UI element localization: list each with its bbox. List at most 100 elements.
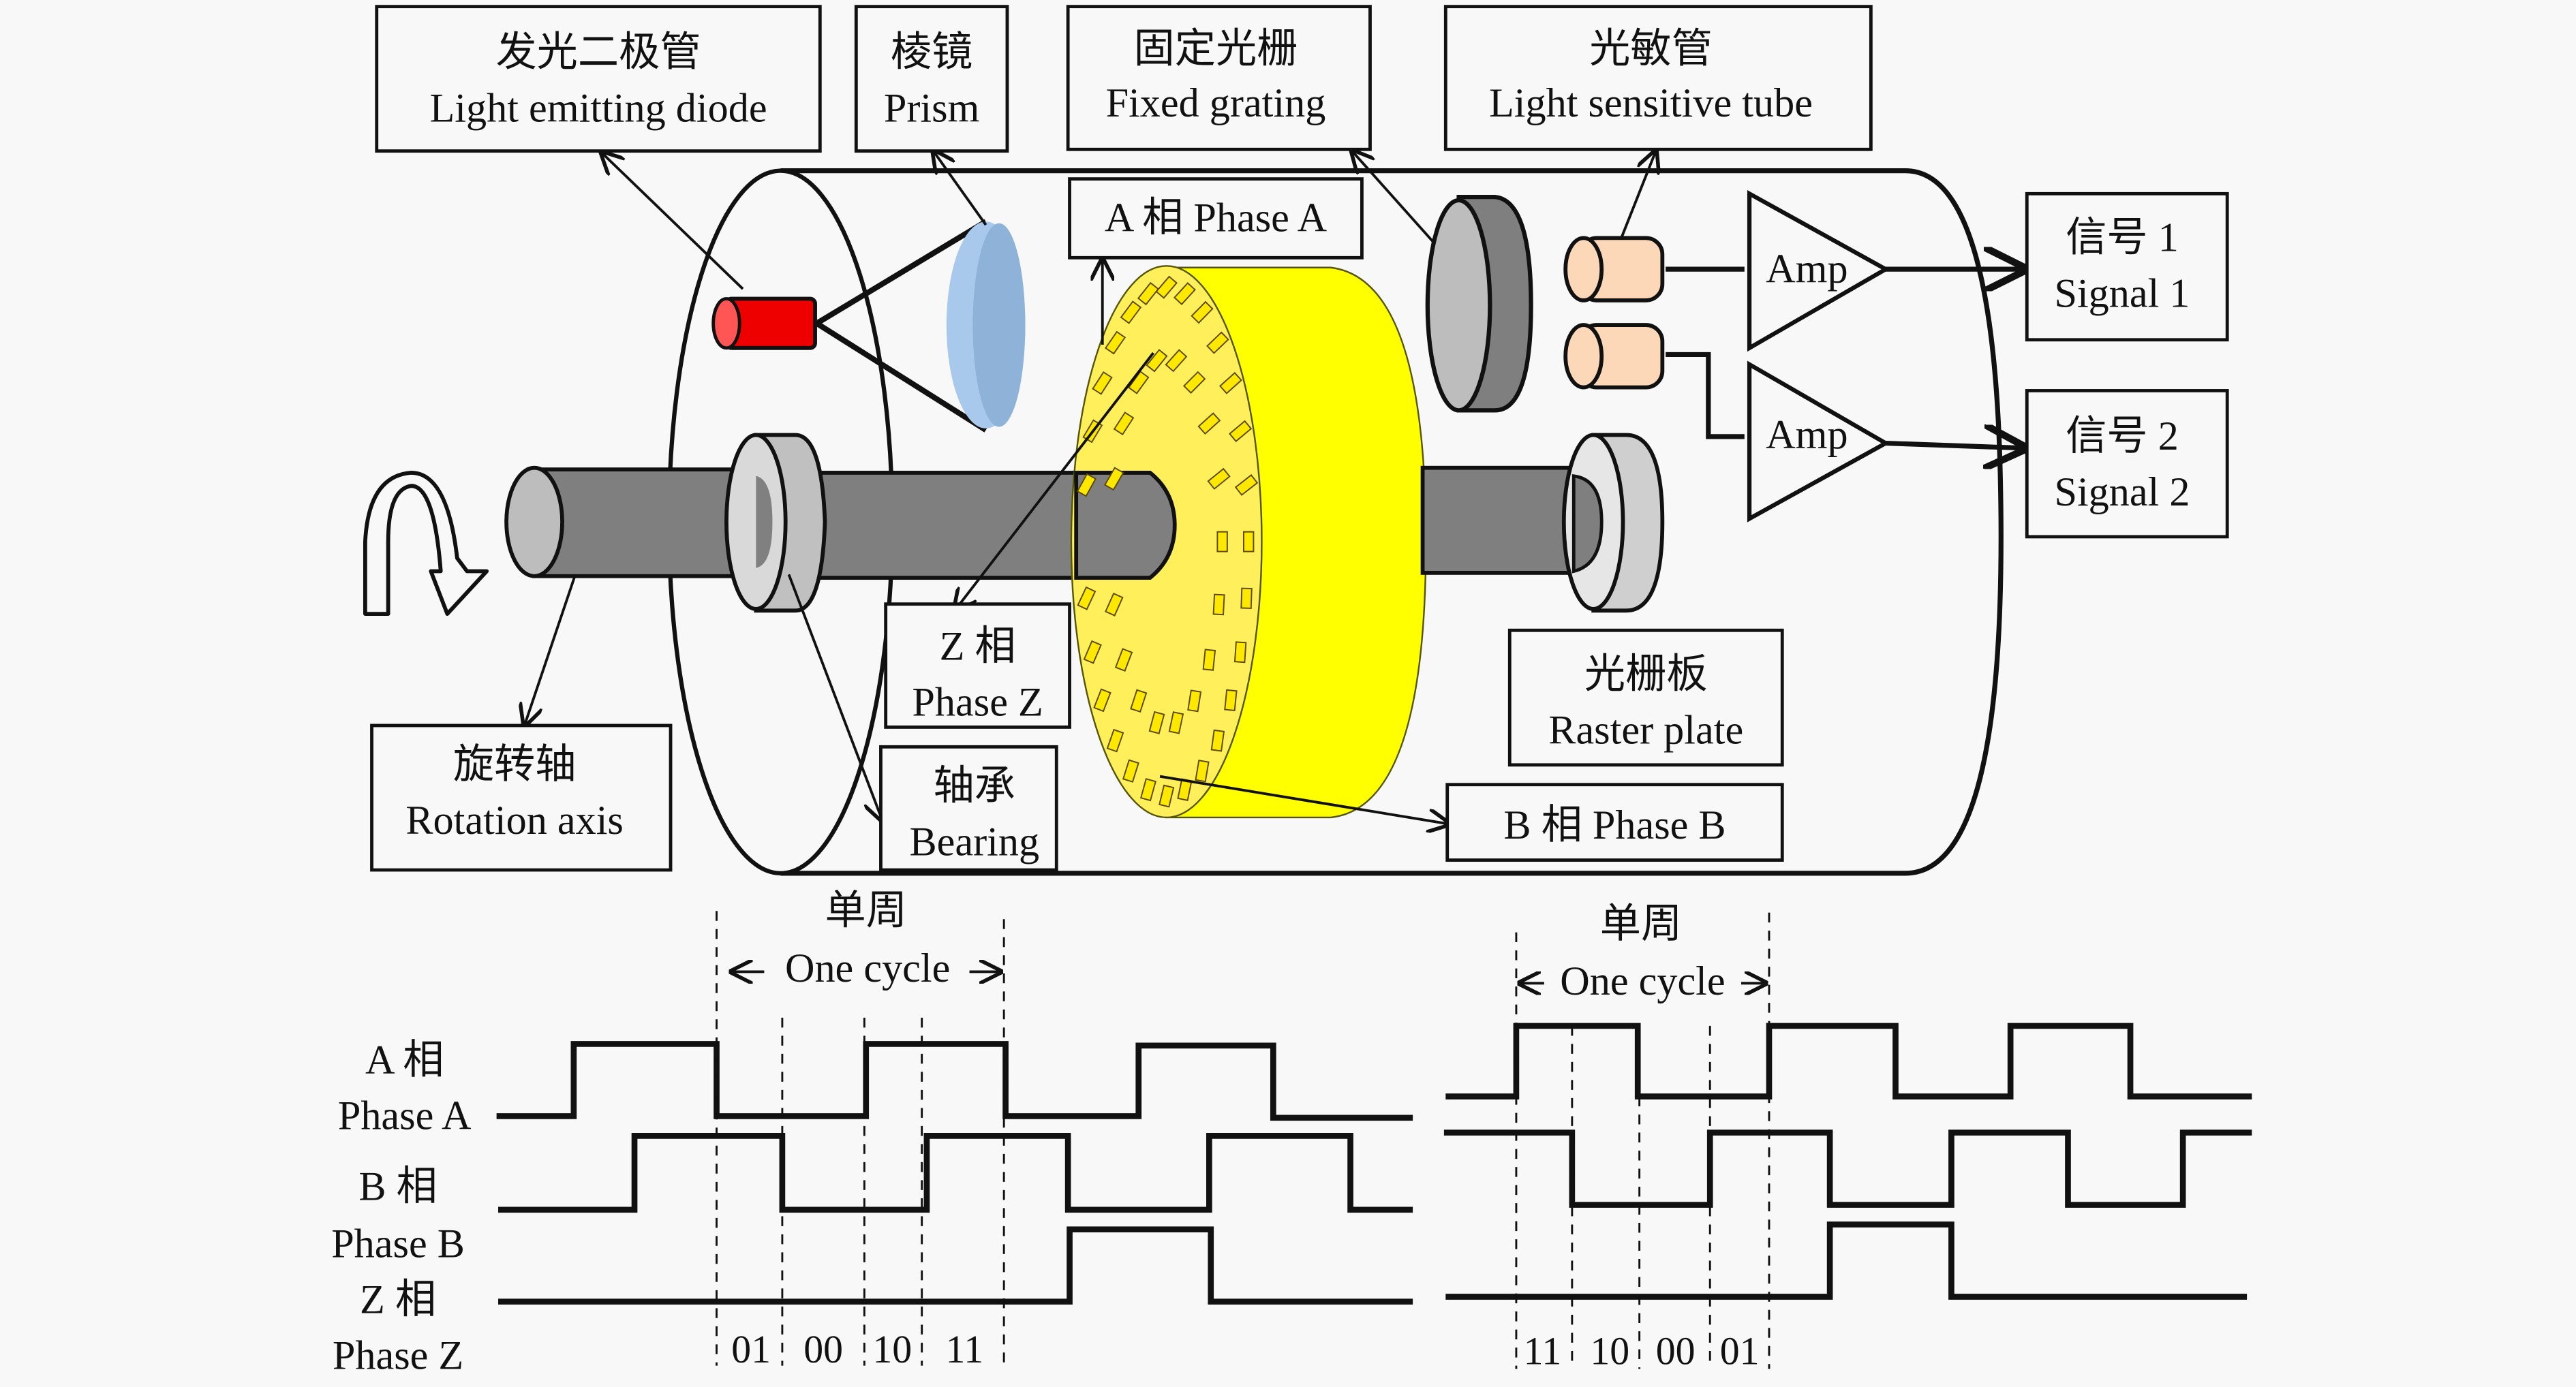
- disk-slot: [1234, 474, 1259, 496]
- light-tube-2: [1563, 323, 1665, 390]
- label-raster-plate: 光栅板 Raster plate: [1507, 628, 1784, 767]
- waveform-forward: 单周 One cycle 01 00 10 11: [496, 888, 1413, 1371]
- waveform-reverse: 单周 One cycle 11 10 00 01: [1443, 901, 2252, 1373]
- label-prism: 棱镜 Prism: [854, 5, 1009, 153]
- waveform-left-phase-z: [498, 1226, 1413, 1305]
- light-tube-label-zh: 光敏管: [1589, 27, 1713, 72]
- disk-slot: [1137, 281, 1159, 306]
- fixed-grating: [1425, 195, 1533, 413]
- signal-2-label-zh: 信号 2: [2066, 414, 2179, 459]
- disk-slot: [1105, 330, 1126, 355]
- label-signal-2: 信号 2 Signal 2: [2025, 389, 2229, 539]
- prism-label-zh: 棱镜: [891, 29, 972, 75]
- cycle-right-en: One cycle: [1560, 959, 1725, 1004]
- state-left-2: 00: [803, 1327, 843, 1371]
- phase-a-label: A 相 Phase A: [1105, 196, 1328, 241]
- prism: [946, 221, 1026, 428]
- disk-slot: [1092, 371, 1113, 395]
- disk-slot: [1120, 300, 1142, 324]
- disk-slot: [1076, 473, 1097, 497]
- disk-slot: [1148, 711, 1165, 734]
- light-tube-1: [1563, 236, 1665, 302]
- light-tube-label-en: Light sensitive tube: [1489, 80, 1813, 126]
- disk-slot: [1114, 648, 1133, 672]
- rotation-axis-label-en: Rotation axis: [405, 798, 623, 843]
- disk-slot: [1224, 689, 1238, 712]
- waveform-left-phase-b: [498, 1133, 1413, 1213]
- disk-slot: [1182, 371, 1206, 394]
- bearing-label-zh: 轴承: [934, 763, 1015, 809]
- state-right-1: 11: [1524, 1328, 1562, 1373]
- disk-slot: [1173, 282, 1196, 305]
- disk-slot: [1113, 411, 1135, 436]
- bearing-label-en: Bearing: [909, 819, 1039, 864]
- state-left-3: 10: [872, 1327, 912, 1371]
- disk-slot: [1104, 467, 1124, 491]
- phase-z-label-zh: Z 相: [940, 624, 1016, 670]
- label-led: 发光二极管 Light emitting diode: [375, 5, 822, 153]
- disk-slot: [1242, 531, 1255, 552]
- disk-slot: [1122, 759, 1139, 783]
- disk-slot: [1218, 371, 1242, 394]
- disk-slot: [1191, 300, 1214, 324]
- disk-slot: [1195, 760, 1210, 783]
- disk-slot: [1128, 371, 1150, 394]
- label-rotation-axis: 旋转轴 Rotation axis: [370, 723, 673, 872]
- disk-slot: [1168, 711, 1184, 734]
- disk-slot: [1083, 640, 1102, 664]
- disk-slot: [1159, 784, 1175, 808]
- state-right-4: 01: [1720, 1328, 1760, 1373]
- disk-slot: [1146, 349, 1168, 373]
- amplifier-1: Amp: [1666, 189, 2023, 352]
- phase-z-label-en: Phase Z: [912, 680, 1043, 726]
- led-label-en: Light emitting diode: [429, 85, 767, 131]
- cycle-left-zh: 单周: [825, 888, 907, 934]
- waveform-left-phase-a: [496, 1041, 1413, 1121]
- row-label-b-zh: B 相: [358, 1164, 437, 1209]
- bearing-right: [1420, 433, 1665, 613]
- raster-plate-label-zh: 光栅板: [1584, 652, 1708, 698]
- fixed-grating-label-en: Fixed grating: [1106, 80, 1326, 126]
- label-signal-1: 信号 1 Signal 1: [2025, 191, 2229, 342]
- cycle-right-zh: 单周: [1600, 901, 1682, 947]
- disk-slot: [1202, 649, 1216, 671]
- signal-1-label-zh: 信号 1: [2066, 215, 2179, 261]
- disk-slot: [1216, 531, 1228, 552]
- disk-slot: [1187, 689, 1202, 713]
- disk-slot: [1197, 412, 1221, 435]
- disk-slot: [1207, 467, 1231, 490]
- waveform-right-phase-a: [1445, 1023, 2252, 1100]
- disk-slot: [1210, 729, 1225, 752]
- disk-slot: [1233, 641, 1247, 664]
- bearing-left: [724, 433, 827, 613]
- phase-b-label: B 相 Phase B: [1503, 802, 1726, 848]
- row-label-a-en: Phase A: [338, 1093, 472, 1139]
- label-bearing: 轴承 Bearing: [879, 745, 1058, 872]
- rotation-axis-label-zh: 旋转轴: [453, 742, 577, 788]
- row-label-b-en: Phase B: [331, 1221, 465, 1267]
- state-right-3: 00: [1656, 1328, 1696, 1373]
- raster-plate-label-en: Raster plate: [1548, 707, 1743, 753]
- waveform-right-phase-z: [1445, 1221, 2248, 1300]
- led-emitter: [711, 219, 987, 433]
- rotation-arrow-icon: [363, 471, 489, 617]
- disk-slot: [1106, 728, 1124, 753]
- row-label-z-zh: Z 相: [360, 1277, 436, 1323]
- amplifier-2: Amp: [1666, 352, 2023, 523]
- disk-slot: [1093, 688, 1111, 713]
- state-left-4: 11: [945, 1327, 983, 1371]
- disk-slot: [1229, 420, 1253, 443]
- waveform-right-phase-b: [1443, 1129, 2252, 1208]
- disk-slot: [1165, 349, 1188, 373]
- waveform-row-labels: A 相 Phase A B 相 Phase B Z 相 Phase Z: [331, 1038, 472, 1379]
- label-phase-b: B 相 Phase B: [1445, 783, 1784, 862]
- led-label-zh: 发光二极管: [495, 29, 701, 75]
- signal-1-label-en: Signal 1: [2054, 271, 2190, 317]
- pointer-arrows: [525, 151, 1656, 824]
- disk-slot: [1240, 587, 1253, 609]
- prism-label-en: Prism: [884, 85, 980, 131]
- raster-disk: [1070, 265, 1427, 819]
- label-phase-a: A 相 Phase A: [1068, 177, 1364, 260]
- fixed-grating-label-zh: 固定光栅: [1134, 27, 1298, 72]
- row-label-a-zh: A 相: [365, 1038, 444, 1083]
